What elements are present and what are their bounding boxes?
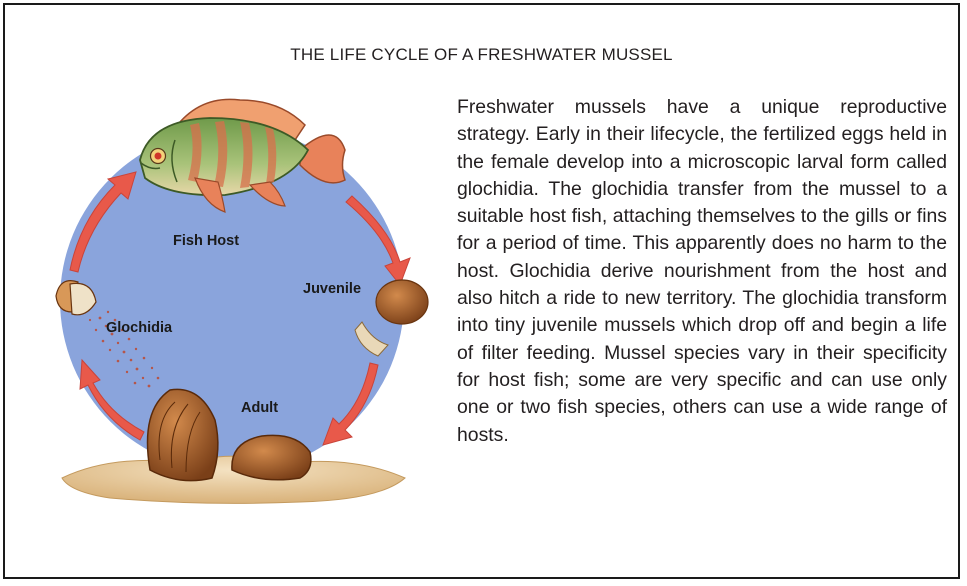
label-glochidia: Glochidia	[106, 320, 173, 336]
label-adult: Adult	[241, 400, 278, 416]
adult-mussel-second-icon	[232, 435, 311, 479]
label-fish-host: Fish Host	[173, 233, 239, 249]
label-juvenile: Juvenile	[303, 281, 361, 297]
